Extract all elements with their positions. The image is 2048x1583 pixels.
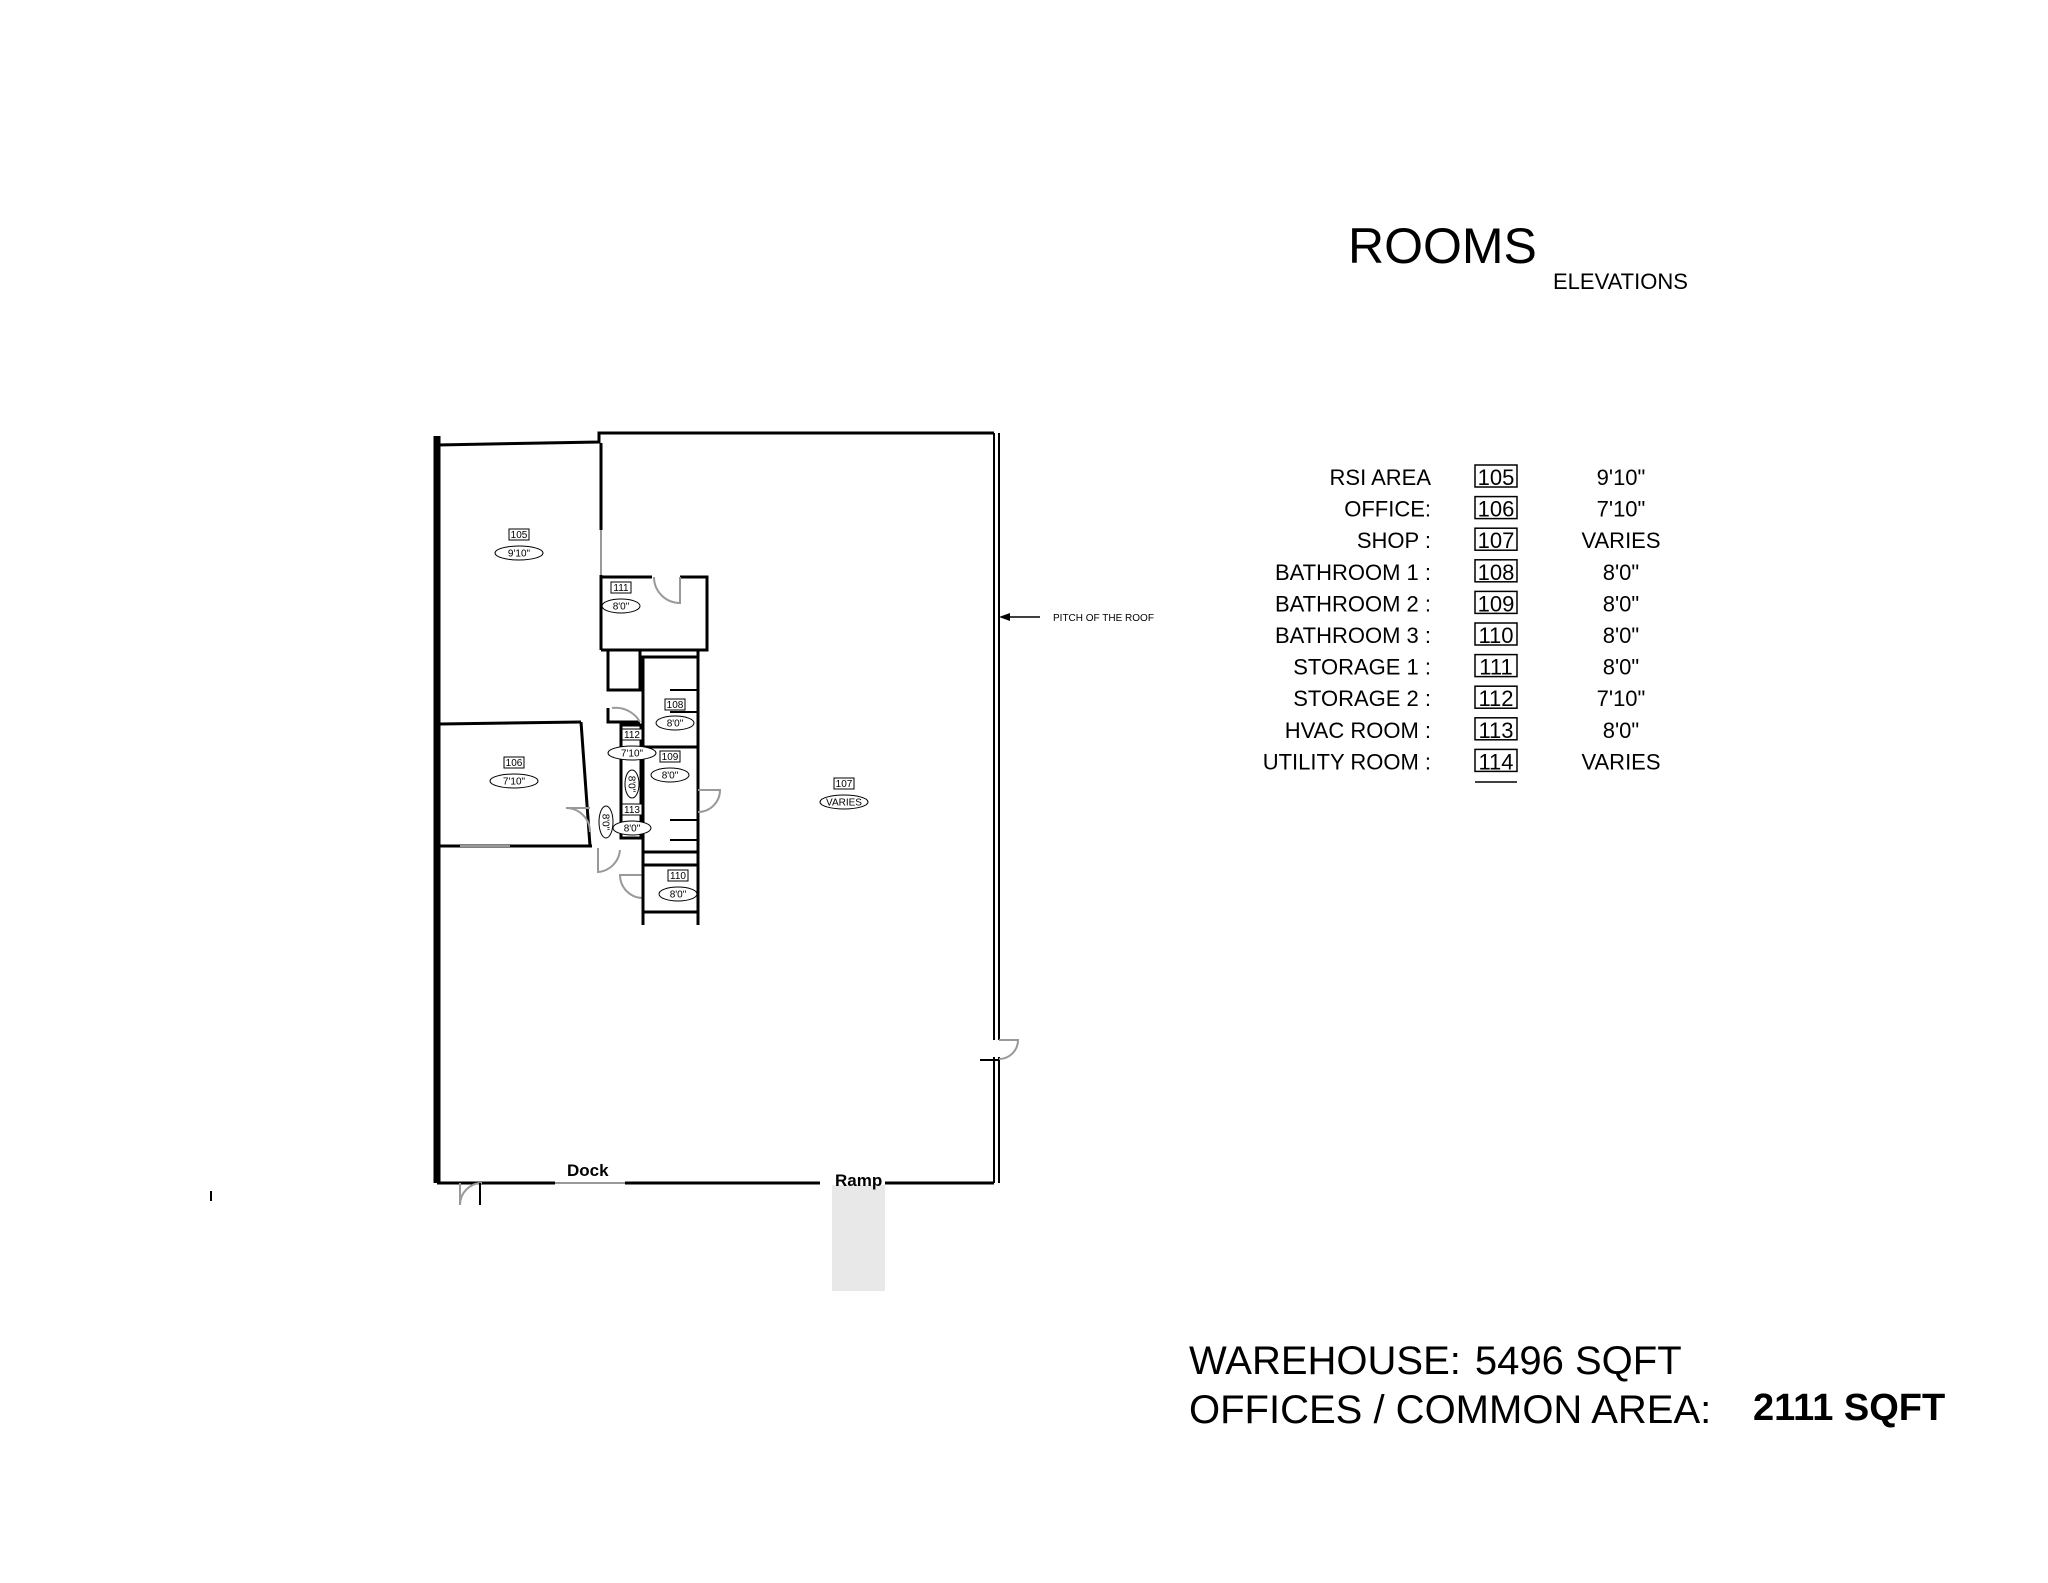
vertical-tag: 8'0" bbox=[598, 805, 614, 839]
legend-row: BATHROOM 3 : 110 8'0" bbox=[1275, 622, 1639, 648]
floor-plan: PITCH OF THE ROOF Dock Ramp 105 9'10" 111 8… bbox=[210, 431, 1154, 1291]
dock-label: Dock bbox=[567, 1161, 609, 1180]
legend-subtitle: ELEVATIONS bbox=[1553, 269, 1688, 294]
ramp-area bbox=[832, 1185, 885, 1291]
legend-row: UTILITY ROOM : 114 VARIES bbox=[1263, 748, 1661, 774]
door-swing-icon bbox=[998, 1039, 1020, 1060]
room-number: 106 bbox=[1478, 497, 1515, 522]
room-elevation: VARIES bbox=[1581, 528, 1660, 553]
ramp-label: Ramp bbox=[835, 1171, 882, 1190]
room-number: 113 bbox=[624, 805, 640, 816]
room-name: BATHROOM 3 : bbox=[1275, 623, 1431, 648]
door-swing-icon bbox=[618, 874, 644, 899]
room-number: 108 bbox=[1478, 560, 1515, 585]
legend-row: BATHROOM 1 : 108 8'0" bbox=[1275, 559, 1639, 585]
room-name: RSI AREA bbox=[1330, 465, 1432, 490]
room-name: BATHROOM 1 : bbox=[1275, 560, 1431, 585]
legend-title: ROOMS bbox=[1348, 218, 1537, 274]
room-name: SHOP : bbox=[1357, 528, 1431, 553]
room-name: STORAGE 1 : bbox=[1293, 655, 1431, 680]
room-legend: RSI AREA 105 9'10" OFFICE: 106 7'10" SHOP : 107… bbox=[1263, 464, 1661, 783]
room-tag-106: 106 7'10" bbox=[489, 756, 539, 789]
door-swing-icon bbox=[565, 807, 591, 833]
room-name: STORAGE 2 : bbox=[1293, 686, 1431, 711]
room-tag-113: 113 8'0" bbox=[612, 803, 652, 836]
room-number: 105 bbox=[511, 530, 528, 541]
room-number: 112 bbox=[624, 730, 640, 741]
room-elevation: 8'0" bbox=[1603, 655, 1639, 680]
room-elevation: 8'0" bbox=[1603, 623, 1639, 648]
room-number: 110 bbox=[670, 871, 686, 882]
legend-row: SHOP : 107 VARIES bbox=[1357, 527, 1661, 553]
pitch-label: PITCH OF THE ROOF bbox=[1053, 613, 1154, 624]
room-number: 109 bbox=[662, 752, 679, 763]
door-swing-icon bbox=[459, 1182, 483, 1206]
warehouse-total: WAREHOUSE:5496 SQFT bbox=[1189, 1339, 1682, 1383]
room-number: 114 bbox=[1478, 749, 1513, 774]
room-tag-105: 105 9'10" bbox=[494, 528, 544, 561]
door-swing-icon bbox=[697, 789, 722, 813]
room-elevation: 8'0" bbox=[670, 890, 687, 901]
room-elevation: 7'10" bbox=[503, 777, 526, 788]
legend-row: HVAC ROOM : 113 8'0" bbox=[1285, 717, 1639, 743]
room-name: HVAC ROOM : bbox=[1285, 718, 1431, 743]
offices-total: 2111 SQFT bbox=[1753, 1387, 1945, 1429]
room-elevation: 7'10" bbox=[621, 749, 644, 760]
room-elevation: 7'10" bbox=[1597, 497, 1646, 522]
room-number: 107 bbox=[836, 779, 853, 790]
offices-label: OFFICES / COMMON AREA: bbox=[1189, 1388, 1711, 1432]
door-swing-icon bbox=[597, 848, 621, 874]
room-number: 106 bbox=[506, 758, 523, 769]
room-elevation: VARIES bbox=[826, 798, 862, 809]
door-swing-icon bbox=[653, 576, 681, 605]
room-number: 113 bbox=[1478, 718, 1513, 743]
room-number: 111 bbox=[613, 583, 629, 594]
legend-row: STORAGE 2 : 112 7'10" bbox=[1293, 685, 1646, 711]
arrow-icon bbox=[999, 613, 1010, 621]
room-number: 105 bbox=[1478, 465, 1515, 490]
room-tag-111: 111 8'0" bbox=[601, 581, 641, 614]
room-elevation: 8'0" bbox=[624, 824, 641, 835]
room-tag-112: 112 7'10" bbox=[607, 728, 657, 761]
svg-text:8'0": 8'0" bbox=[600, 814, 611, 831]
room-name: UTILITY ROOM : bbox=[1263, 749, 1431, 774]
room-elevation: 8'0" bbox=[1603, 560, 1639, 585]
room-name: OFFICE: bbox=[1344, 497, 1431, 522]
legend-row: STORAGE 1 : 111 8'0" bbox=[1293, 653, 1639, 680]
vertical-tag: 8'0" bbox=[624, 769, 640, 799]
room-number: 107 bbox=[1478, 528, 1515, 553]
room-tag-109: 109 8'0" bbox=[650, 750, 690, 783]
room-elevation: 8'0" bbox=[1603, 718, 1639, 743]
room-elevation: 7'10" bbox=[1597, 686, 1646, 711]
room-elevation: 9'10" bbox=[1597, 465, 1646, 490]
room-number: 111 bbox=[1479, 655, 1512, 680]
room-number: 112 bbox=[1478, 686, 1513, 711]
svg-text:8'0": 8'0" bbox=[626, 776, 637, 793]
room-elevation: 8'0" bbox=[662, 771, 679, 782]
room-elevation: 8'0" bbox=[1603, 591, 1639, 616]
legend-row: RSI AREA 105 9'10" bbox=[1330, 464, 1646, 490]
room-number: 108 bbox=[667, 700, 684, 711]
legend-row: OFFICE: 106 7'10" bbox=[1344, 495, 1646, 522]
room-number: 109 bbox=[1478, 591, 1515, 616]
room-elevation: 8'0" bbox=[667, 719, 684, 730]
room-number: 110 bbox=[1478, 623, 1513, 648]
room-elevation: 8'0" bbox=[613, 602, 630, 613]
room-elevation: VARIES bbox=[1581, 749, 1660, 774]
exterior-top-wall bbox=[436, 431, 994, 447]
legend-row: BATHROOM 2 : 109 8'0" bbox=[1275, 590, 1639, 616]
room-name: BATHROOM 2 : bbox=[1275, 591, 1431, 616]
room-tag-108: 108 8'0" bbox=[655, 698, 695, 731]
room-tag-110: 110 8'0" bbox=[658, 869, 698, 902]
room-elevation: 9'10" bbox=[508, 549, 531, 560]
